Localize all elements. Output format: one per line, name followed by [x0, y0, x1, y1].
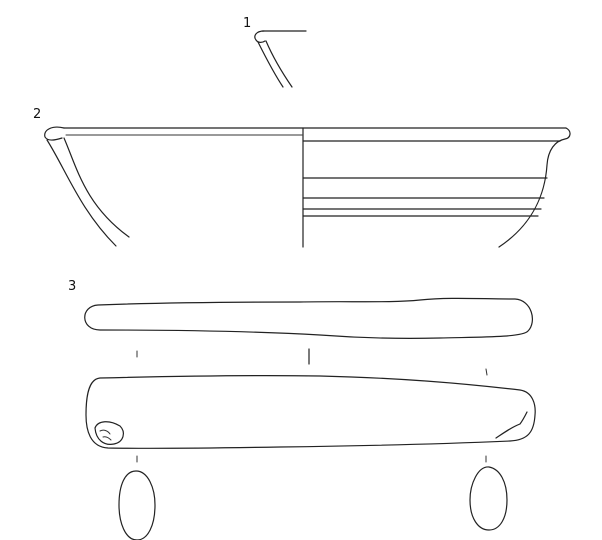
fragment-2-left-profile [44, 126, 130, 247]
fragment-3: 3 [68, 279, 536, 540]
fragment-3-section-left [118, 470, 156, 540]
fragment-2-right-profile [498, 127, 571, 248]
fragment-3-projection-ticks [136, 348, 488, 463]
fragment-3-section-right [469, 466, 508, 531]
fragment-3-fracture-left [94, 421, 124, 445]
fragment-3-label: 3 [68, 279, 76, 294]
fragment-3-top-view [84, 297, 533, 339]
fragment-1-label: 1 [243, 16, 251, 31]
fragment-2: 2 [33, 107, 571, 248]
fragment-1: 1 [243, 16, 307, 88]
fragment-2-label: 2 [33, 107, 41, 122]
fragment-1-profile [254, 30, 307, 88]
fragment-2-grooves [302, 140, 561, 217]
fragment-3-side-view [85, 375, 536, 450]
fragment-3-fracture-right [495, 411, 528, 439]
